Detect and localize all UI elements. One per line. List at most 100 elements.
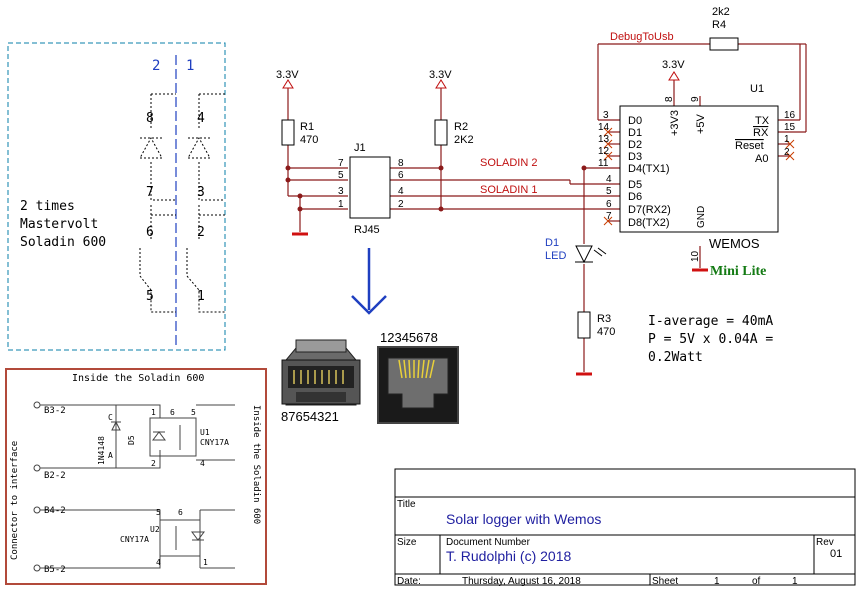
u1-lpin-num-3: 12 (598, 146, 610, 157)
r4-value: 2k2 (712, 6, 730, 18)
pin-2: 2 (197, 225, 205, 240)
jack-pin-order: 12345678 (380, 330, 438, 345)
doc-number-label: Document Number (446, 537, 531, 548)
power-label-u1: 3.3V (662, 59, 685, 71)
d5-part: 1N4148 (97, 436, 106, 465)
of-label: of (752, 576, 761, 587)
doc-number-value: T. Rudolphi (c) 2018 (446, 548, 572, 564)
u1-gnd-num: 10 (690, 250, 701, 262)
j1-pin-1: 1 (338, 199, 344, 210)
u2-pin-6: 6 (178, 508, 183, 517)
cny-u2-part: CNY17A (120, 535, 149, 544)
interface-left-side-text: Connector to interface (10, 441, 20, 560)
terminal-b3-2: B3-2 (44, 406, 66, 416)
j1-pin-6: 6 (398, 170, 404, 181)
u1-subtitle: Mini Lite (710, 264, 766, 279)
u2-pin-1: 1 (203, 558, 208, 567)
plug-pin-order: 87654321 (281, 409, 339, 424)
pin-7: 7 (146, 185, 154, 200)
soladin-note-line-1: 2 times (20, 199, 75, 214)
title-value: Solar logger with Wemos (446, 511, 601, 527)
u1-lpin-label-7: D7(RX2) (628, 204, 671, 216)
r1-ref: R1 (300, 121, 314, 133)
u1-tpin-num-1: 9 (690, 96, 701, 102)
u1-lpin-num-8: 7 (606, 211, 612, 222)
no-connect-marks (603, 127, 795, 226)
wemos-u1: U1 WEMOS Mini Lite 3 D0 14 D1 13 D2 12 D… (598, 83, 796, 279)
d1-value: LED (545, 250, 566, 262)
u1-gnd-label: GND (696, 206, 707, 228)
terminal-b4-2: B4-2 (44, 506, 66, 516)
power-label-r1: 3.3V (276, 69, 299, 81)
pin-6: 6 (146, 225, 154, 240)
down-arrow-icon (351, 248, 387, 315)
u1-ref: U1 (750, 83, 764, 95)
u1-lpin-num-6: 5 (606, 186, 612, 197)
resistor-r2: R2 2K2 (434, 119, 474, 146)
u1-pin-4: 4 (200, 459, 205, 468)
junctions (285, 165, 587, 212)
u2-pin-5: 5 (156, 508, 161, 517)
d5-ref: D5 (127, 435, 136, 445)
u1-rpin-label-1: RX (753, 127, 769, 139)
u1-rpin-label-2: Reset (735, 140, 764, 152)
net-soladin-1: SOLADIN 1 (480, 184, 537, 196)
u1-lpin-label-2: D2 (628, 139, 642, 151)
u1-pin-1: 1 (151, 408, 156, 417)
r3-value: 470 (597, 326, 615, 338)
sheet-value: 1 (714, 576, 720, 587)
terminal-b5-2: B5-2 (44, 565, 66, 575)
u1-lpin-num-0: 3 (603, 110, 609, 121)
u1-lpin-num-7: 6 (606, 199, 612, 210)
u1-lpin-label-8: D8(TX2) (628, 217, 670, 229)
rev-value: 01 (830, 548, 842, 560)
power-symbols (282, 71, 680, 89)
pin-4: 4 (197, 111, 205, 126)
interface-right-side-text: Inside the Soladin 600 (251, 405, 261, 524)
j1-ref: J1 (354, 142, 366, 154)
u1-lpin-num-4: 11 (598, 158, 609, 169)
u1-tpin-num-0: 8 (664, 96, 675, 102)
u1-lpin-num-2: 13 (598, 134, 610, 145)
j1-pin-3: 3 (338, 186, 344, 197)
u1-pin-6: 6 (170, 408, 175, 417)
u1-rpin-num-3: 2 (784, 147, 790, 158)
j1-pin-2: 2 (398, 199, 404, 210)
cny-u1-ref: U1 (200, 428, 210, 437)
column-2-label: 2 (152, 58, 160, 74)
d1-ref: D1 (545, 237, 559, 249)
j1-pin-7: 7 (338, 158, 344, 169)
u1-lpin-label-5: D5 (628, 179, 642, 191)
wiring (287, 43, 807, 372)
led-d1: D1 LED (545, 237, 607, 264)
u1-rpin-num-1: 15 (784, 122, 796, 133)
connector-j1: J1 RJ45 7 5 3 1 8 6 4 2 (338, 142, 404, 236)
j1-value: RJ45 (354, 224, 380, 236)
u1-rpin-label-0: TX (755, 115, 770, 127)
resistor-r3: R3 470 (577, 311, 615, 339)
ground-symbols (292, 232, 708, 376)
resistor-r4: 2k2 R4 (709, 6, 739, 51)
net-debug-to-usb: DebugToUsb (610, 31, 674, 43)
title-block (394, 468, 856, 586)
column-1-label: 1 (186, 58, 194, 74)
u1-tpin-label-1: +5V (695, 113, 707, 134)
j1-pin-5: 5 (338, 170, 344, 181)
j1-pin-4: 4 (398, 186, 404, 197)
rev-label: Rev (816, 537, 834, 548)
u1-tpin-label-0: +3V3 (669, 110, 681, 136)
u1-pin-2: 2 (151, 459, 156, 468)
u1-lpin-num-1: 14 (598, 122, 610, 133)
u1-rpin-num-0: 16 (784, 110, 796, 121)
u1-rpin-label-3: A0 (755, 153, 768, 165)
u1-pin-5: 5 (191, 408, 196, 417)
soladin-note-line-3: Soladin 600 (20, 235, 106, 250)
pin-3: 3 (197, 185, 205, 200)
cny-u2-ref: U2 (150, 525, 160, 534)
pin-1: 1 (197, 289, 205, 304)
current-note-line-2: P = 5V x 0.04A = (648, 332, 773, 347)
j1-pin-8: 8 (398, 158, 404, 169)
interface-title: Inside the Soladin 600 (72, 373, 204, 384)
soladin-note-line-2: Mastervolt (20, 217, 98, 232)
